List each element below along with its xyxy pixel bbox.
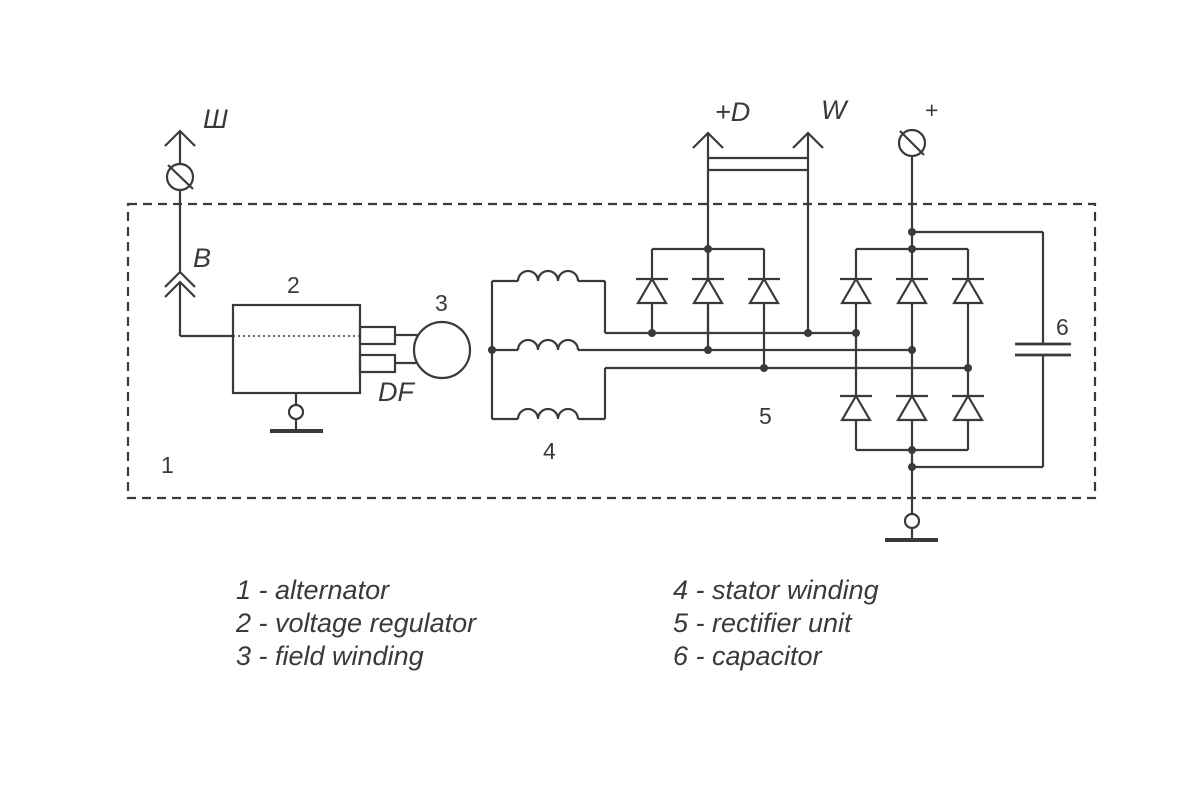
diode-symbol [952, 276, 984, 305]
phase-lines [605, 331, 968, 370]
legend-right: 4 - stator winding 5 - rectifier unit 6 … [673, 574, 879, 673]
terminal-sh-label: Ш [203, 104, 228, 134]
df-brushes [358, 325, 418, 374]
junction-dot [964, 364, 972, 372]
number-regulator-label: 2 [287, 272, 300, 298]
alternator-boundary [126, 202, 1097, 500]
legend-item: 6 - capacitor [673, 641, 822, 671]
capacitor [912, 230, 1071, 469]
ground-symbol [885, 512, 938, 542]
diode-symbol [896, 276, 928, 305]
diode-symbol [692, 276, 724, 305]
terminal-df-label: DF [378, 377, 415, 407]
diode-symbol [840, 393, 872, 422]
junction-dot [908, 228, 916, 236]
stator-winding [490, 269, 607, 421]
terminal-plus-label: + [925, 97, 938, 123]
number-alternator-label: 1 [161, 452, 174, 478]
legend-item: 4 - stator winding [673, 575, 879, 605]
junction-dot [908, 346, 916, 354]
diode-symbol [636, 276, 668, 305]
junction-dot [908, 245, 916, 253]
junction-dot [908, 446, 916, 454]
junction-dot [648, 329, 656, 337]
legend-item: 5 - rectifier unit [673, 608, 852, 638]
diode-symbol [952, 393, 984, 422]
number-field-label: 3 [435, 290, 448, 316]
terminal-plus-d-label: +D [715, 97, 750, 127]
sh-terminal [164, 129, 196, 272]
legend-item: 2 - voltage regulator [236, 608, 477, 638]
b-connector [164, 270, 233, 338]
legend-item: 3 - field winding [236, 641, 424, 671]
junction-dot [852, 329, 860, 337]
w-terminal [792, 131, 824, 333]
terminal-w-label: W [821, 95, 849, 125]
junction-dot [804, 329, 812, 337]
voltage-regulator [231, 303, 362, 433]
terminal-b-label: B [193, 243, 211, 273]
junction-dot [704, 346, 712, 354]
field-winding [412, 320, 472, 380]
number-stator-label: 4 [543, 438, 556, 464]
junction-dot [760, 364, 768, 372]
legend-item: 1 - alternator [236, 575, 390, 605]
number-capacitor-label: 6 [1056, 314, 1069, 340]
diode-symbol [748, 276, 780, 305]
junction-dot [704, 245, 712, 253]
legend-left: 1 - alternator 2 - voltage regulator 3 -… [236, 574, 476, 673]
diode-symbol [896, 393, 928, 422]
junction-dot [908, 463, 916, 471]
number-rectifier-label: 5 [759, 403, 772, 429]
junction-dot [488, 346, 496, 354]
diode-symbol [840, 276, 872, 305]
